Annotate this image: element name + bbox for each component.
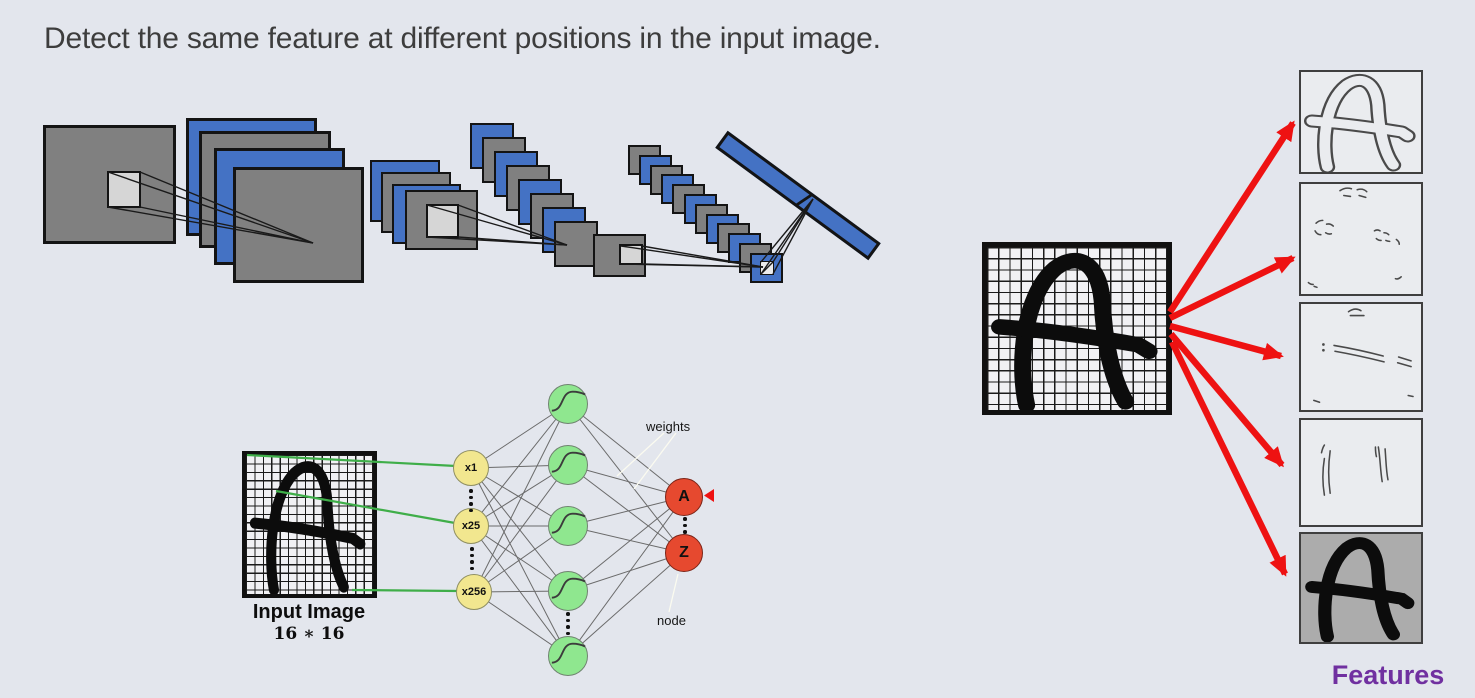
sigmoid-icon [551, 390, 586, 412]
conv-kernel-1 [107, 171, 141, 208]
sigmoid-icon [551, 577, 586, 599]
input-node-x256: x256 [456, 574, 492, 610]
ann-input-grid [242, 451, 377, 598]
input-node-x256-label: x256 [461, 586, 487, 598]
feature-source-grid [982, 242, 1172, 415]
sigmoid-icon [551, 642, 586, 664]
page-title: Detect the same feature at different pos… [44, 22, 881, 55]
node-annotation: node [657, 613, 686, 628]
letter-a-glyph [1305, 537, 1415, 642]
input-node-x1-label: x1 [464, 462, 478, 474]
conv-kernel-4 [760, 261, 774, 275]
input-size-label: 16 ∗ 16 [273, 624, 345, 644]
outline-a-glyph [1304, 74, 1416, 172]
ellipsis-dots [566, 612, 570, 635]
corner-fragments-glyph [1307, 187, 1402, 289]
hidden-node [548, 571, 588, 611]
hidden-node [548, 384, 588, 424]
sigmoid-icon [551, 512, 586, 534]
hidden-node [548, 506, 588, 546]
feature-arrows [1167, 120, 1296, 577]
ellipsis-dots [683, 517, 687, 534]
bar-split-line [794, 193, 813, 206]
input-node-x1: x1 [453, 450, 489, 486]
output-node-a-label: A [678, 488, 690, 505]
input-image-label: Input Image [252, 601, 366, 623]
cnn-layer-square [554, 221, 598, 267]
feature-box-outline-a [1299, 70, 1423, 174]
output-node-z: Z [665, 534, 703, 572]
feature-box-corners [1299, 182, 1423, 296]
output-pointer-icon [704, 489, 714, 502]
hidden-node [548, 445, 588, 485]
letter-a-glyph [249, 461, 366, 594]
annotation-leader-lines [616, 432, 679, 613]
ellipsis-dots [470, 547, 474, 570]
output-node-a: A [665, 478, 703, 516]
letter-a-glyph [991, 252, 1158, 410]
cnn-layer-square [233, 167, 364, 283]
input-node-x25-label: x25 [461, 520, 481, 532]
conv-kernel-3 [619, 244, 643, 265]
sigmoid-icon [551, 451, 586, 473]
feature-box-vertical-edges [1299, 418, 1423, 527]
horizontal-edges-glyph [1313, 308, 1414, 404]
feature-box-full-a [1299, 532, 1423, 644]
input-node-x25: x25 [453, 508, 489, 544]
weights-annotation: weights [646, 419, 691, 434]
conv-kernel-2 [426, 204, 459, 238]
output-node-z-label: Z [679, 544, 689, 561]
feature-box-horizontal-edges [1299, 302, 1423, 412]
hidden-node [548, 636, 588, 676]
ellipsis-dots [469, 489, 473, 512]
vertical-edges-glyph [1320, 444, 1389, 496]
features-label: Features [1331, 660, 1445, 690]
